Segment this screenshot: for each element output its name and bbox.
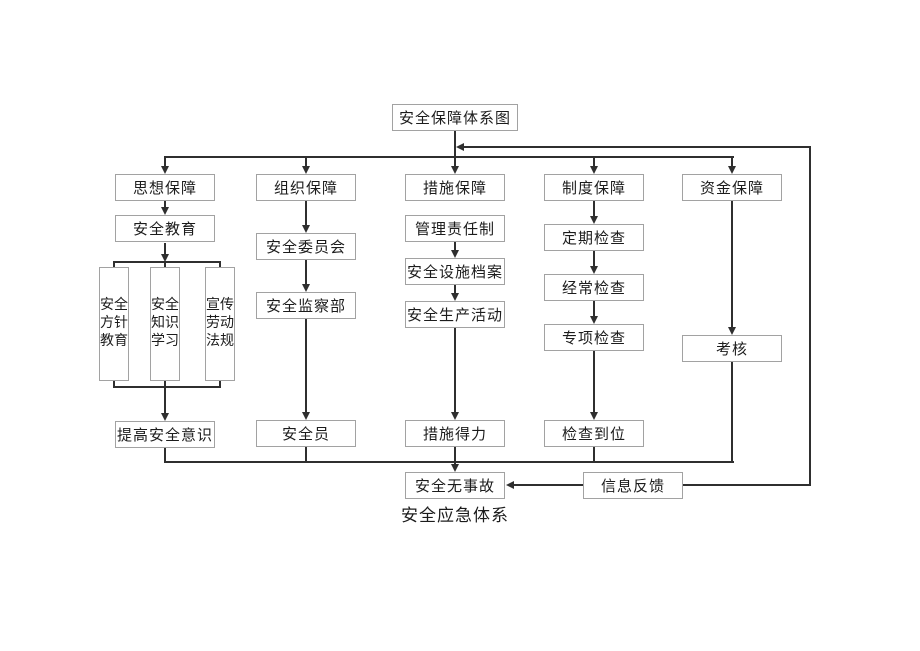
arrowhead-icon (302, 225, 310, 233)
connector-line (305, 201, 307, 225)
connector-line (454, 328, 456, 412)
node-effective-measures: 措施得力 (405, 420, 505, 447)
node-organizational-guarantee: 组织保障 (256, 174, 356, 201)
arrowhead-icon (302, 166, 310, 174)
node-regular-inspection: 定期检查 (544, 224, 644, 251)
arrowhead-icon (728, 166, 736, 174)
connector-line (164, 157, 166, 167)
feedback-return-line (683, 484, 811, 486)
arrowhead-icon (161, 413, 169, 421)
connector-line (219, 262, 221, 267)
connector-line (593, 251, 595, 266)
connector-line (454, 285, 456, 293)
connector-line (305, 157, 307, 167)
connector-line (164, 156, 734, 158)
arrowhead-icon (590, 412, 598, 420)
connector-line (113, 262, 115, 267)
connector-line (731, 362, 733, 462)
node-safety-officer: 安全员 (256, 420, 356, 447)
node-labor-law-publicity: 宣传劳动法规 (205, 267, 235, 381)
arrowhead-icon (451, 464, 459, 472)
node-funding-guarantee: 资金保障 (682, 174, 782, 201)
connector-line (593, 201, 595, 216)
connector-line (113, 261, 221, 263)
node-inspection-in-place: 检查到位 (544, 420, 644, 447)
connector-line (164, 243, 166, 254)
connector-line (113, 381, 115, 387)
connector-line (454, 447, 456, 462)
arrowhead-icon (302, 412, 310, 420)
connector-line (219, 381, 221, 387)
feedback-return-line (809, 146, 811, 486)
connector-line (593, 447, 595, 462)
diagram-caption: 安全应急体系 (401, 506, 509, 525)
node-safety-policy-education: 安全方针教育 (99, 267, 129, 381)
arrowhead-icon (451, 412, 459, 420)
node-safety-facility-archives: 安全设施档案 (405, 258, 505, 285)
connector-line (305, 447, 307, 462)
connector-line (164, 262, 166, 267)
node-safety-production-activities: 安全生产活动 (405, 301, 505, 328)
arrowhead-icon (590, 266, 598, 274)
node-safety-supervision-dept: 安全监察部 (256, 292, 356, 319)
arrowhead-icon (302, 284, 310, 292)
connector-line (305, 260, 307, 284)
arrowhead-icon (451, 293, 459, 301)
connector-line (164, 201, 166, 207)
node-raise-safety-awareness: 提高安全意识 (115, 421, 215, 448)
node-information-feedback: 信息反馈 (583, 472, 683, 499)
node-title: 安全保障体系图 (392, 104, 518, 131)
node-safety-committee: 安全委员会 (256, 233, 356, 260)
connector-line (731, 157, 733, 167)
arrowhead-icon (161, 166, 169, 174)
node-special-inspection: 专项检查 (544, 324, 644, 351)
connector-line (593, 301, 595, 316)
node-assessment: 考核 (682, 335, 782, 362)
arrowhead-icon (728, 327, 736, 335)
node-safety-knowledge-learning: 安全知识学习 (150, 267, 180, 381)
node-measures-guarantee: 措施保障 (405, 174, 505, 201)
arrowhead-icon (506, 481, 514, 489)
connector-line (454, 242, 456, 250)
connector-line (593, 157, 595, 167)
connector-line (305, 319, 307, 412)
node-ideological-guarantee: 思想保障 (115, 174, 215, 201)
arrowhead-icon (451, 166, 459, 174)
arrowhead-icon (456, 143, 464, 151)
arrowhead-icon (590, 216, 598, 224)
node-safety-education: 安全教育 (115, 215, 215, 242)
arrowhead-icon (590, 316, 598, 324)
connector-line (514, 484, 583, 486)
node-frequent-inspection: 经常检查 (544, 274, 644, 301)
connector-line (164, 461, 734, 463)
arrowhead-icon (161, 207, 169, 215)
node-system-guarantee: 制度保障 (544, 174, 644, 201)
connector-line (164, 381, 166, 387)
node-no-accidents: 安全无事故 (405, 472, 505, 499)
node-management-responsibility: 管理责任制 (405, 215, 505, 242)
connector-line (731, 201, 733, 327)
arrowhead-icon (451, 250, 459, 258)
arrowhead-icon (590, 166, 598, 174)
connector-line (593, 351, 595, 412)
feedback-return-line (464, 146, 811, 148)
connector-line (454, 131, 456, 167)
connector-line (164, 448, 166, 462)
arrowhead-icon (161, 254, 169, 262)
connector-line (113, 386, 221, 388)
connector-line (164, 388, 166, 413)
